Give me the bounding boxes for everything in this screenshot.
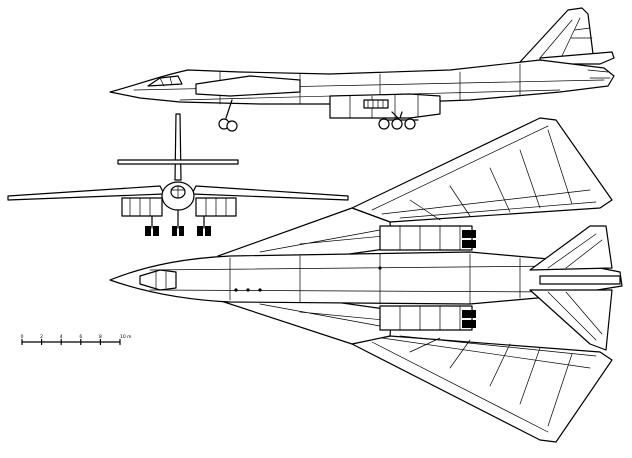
side-main-wheel — [404, 118, 416, 130]
scale-tick-label: 4 — [60, 334, 63, 340]
top-lower-nacelle — [379, 305, 476, 331]
side-nose-wheel — [226, 120, 238, 132]
front-left-nacelle — [121, 197, 163, 217]
side-cockpit-canopy — [147, 75, 183, 87]
side-wing-glove — [195, 75, 301, 97]
scale-tick-label: 10 m — [120, 334, 132, 340]
top-lower-stabilizer — [529, 289, 613, 351]
front-wheel — [197, 226, 203, 236]
top-upper-nacelle — [379, 225, 476, 251]
front-wheel — [172, 226, 177, 236]
side-main-wheel — [391, 118, 403, 130]
scale-bar: 0 2 4 6 8 10 m — [21, 334, 132, 346]
front-view — [7, 113, 349, 236]
front-horizontal-stabilizer — [117, 159, 239, 165]
top-cockpit — [139, 269, 177, 291]
front-wheel — [153, 226, 159, 236]
side-main-wheel — [378, 118, 390, 130]
scale-tick-label: 6 — [79, 334, 82, 340]
top-fuselage — [109, 251, 623, 305]
scale-tick-label: 2 — [40, 334, 43, 340]
top-upper-stabilizer — [529, 225, 613, 271]
scale-tick-label: 0 — [21, 334, 24, 340]
side-nose-gear — [218, 99, 238, 132]
front-wheel — [145, 226, 151, 236]
front-right-nacelle — [195, 197, 237, 217]
top-vertical-tail — [539, 275, 621, 285]
side-view — [109, 7, 615, 132]
side-nacelle-panel — [363, 99, 389, 109]
top-upper-wing — [351, 117, 613, 223]
top-view — [109, 117, 623, 443]
front-wheel — [205, 226, 211, 236]
front-landing-gear — [145, 209, 211, 236]
front-wheel — [179, 226, 184, 236]
scale-tick-label: 8 — [99, 334, 102, 340]
side-main-gear — [378, 111, 419, 130]
front-vertical-tail — [174, 113, 182, 181]
